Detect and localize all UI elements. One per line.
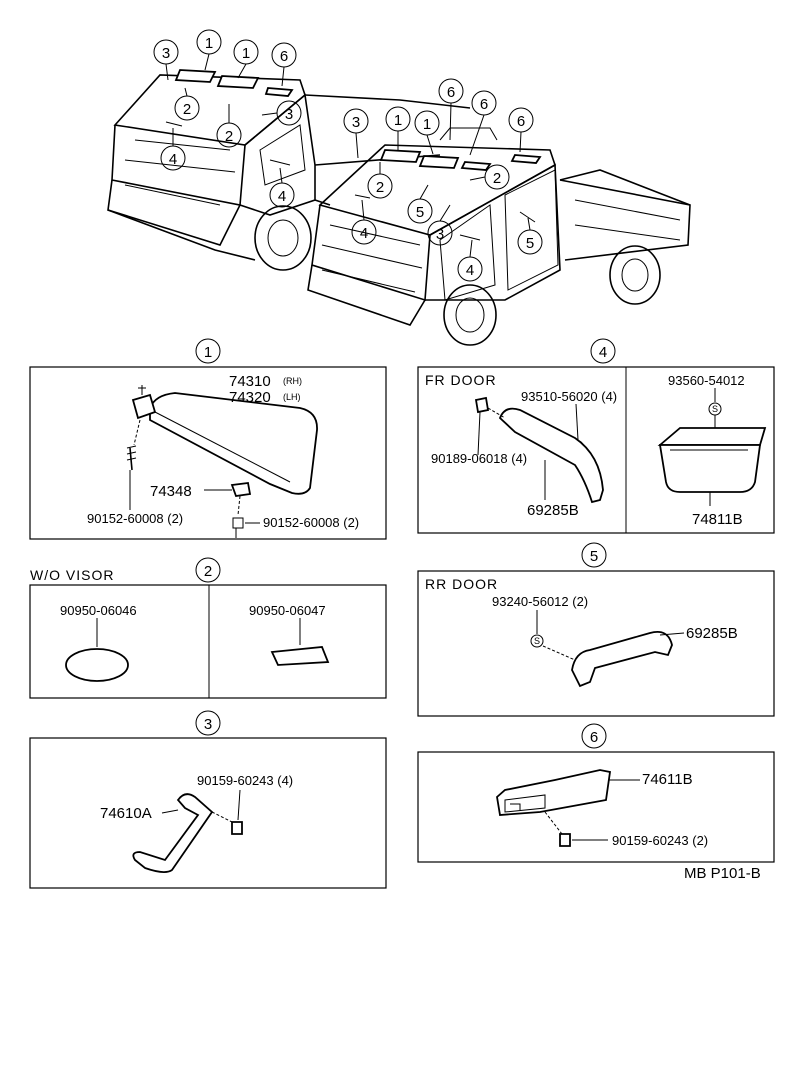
right-truck-illustration bbox=[307, 144, 691, 346]
part-69285b-front: 69285B bbox=[527, 502, 579, 519]
part-74320: 74320 bbox=[229, 389, 271, 406]
callout-right-1b: 1 bbox=[423, 116, 431, 133]
visor-bracket bbox=[131, 393, 157, 420]
part-74611b: 74611B bbox=[642, 771, 693, 788]
panel-2-box bbox=[29, 584, 387, 699]
screw-93510: 93510-56020 (4) bbox=[521, 389, 617, 404]
panel-4-heading: FR DOOR bbox=[425, 372, 497, 388]
callout-right-4a: 4 bbox=[360, 225, 368, 242]
panel-3-number: 3 bbox=[204, 716, 212, 733]
panel-6-roof-grip: 6 74611B 90159-60243 (2) bbox=[417, 723, 775, 863]
panel-1-number: 1 bbox=[204, 344, 212, 361]
screw-93240: 93240-56012 (2) bbox=[492, 594, 588, 609]
callout-left-3a: 3 bbox=[162, 45, 170, 62]
part-74811b: 74811B bbox=[692, 511, 743, 528]
right-truck-callouts: 6 6 6 3 1 1 2 2 5 3 4 4 5 bbox=[343, 78, 543, 282]
screw-90152-b: 90152-60008 (2) bbox=[263, 515, 359, 530]
panel-6-box bbox=[417, 751, 775, 863]
panel-5-rear-door: 5 RR DOOR 93240-56012 (2) S 69285B bbox=[417, 542, 775, 717]
panel-1-sun-visor: 1 74310 (RH) 74320 (LH) 74348 90152-6000… bbox=[29, 338, 387, 540]
panel-1-box bbox=[29, 366, 387, 540]
callout-right-4b: 4 bbox=[466, 262, 474, 279]
sun-visor-shape bbox=[149, 392, 318, 495]
panel-3-box bbox=[29, 737, 387, 889]
diagram-code: MB P101-B bbox=[684, 865, 761, 882]
visor-holder bbox=[230, 482, 252, 497]
left-truck-callouts: 3 1 1 6 2 3 2 4 4 bbox=[153, 29, 302, 208]
panel-2-heading: W/O VISOR bbox=[30, 567, 114, 583]
callout-right-5b: 5 bbox=[526, 235, 534, 252]
callout-left-3b: 3 bbox=[285, 106, 293, 123]
callout-right-5a: 5 bbox=[416, 204, 424, 221]
callout-right-3b: 3 bbox=[436, 226, 444, 243]
panel-6-number: 6 bbox=[590, 729, 598, 746]
part-90950-06047: 90950-06047 bbox=[249, 603, 326, 618]
panel-4-number: 4 bbox=[599, 344, 607, 361]
screw-93560: 93560-54012 bbox=[668, 373, 745, 388]
callout-left-6: 6 bbox=[280, 48, 288, 65]
left-truck-illustration bbox=[107, 69, 471, 271]
svg-text:S: S bbox=[712, 404, 718, 414]
callout-right-6a: 6 bbox=[447, 84, 455, 101]
panel-5-heading: RR DOOR bbox=[425, 576, 498, 592]
pocket-rim bbox=[657, 427, 767, 446]
callout-right-1a: 1 bbox=[394, 112, 402, 129]
panel-2-without-visor: W/O VISOR 2 90950-06046 90950-06047 bbox=[29, 557, 387, 699]
panel-5-number: 5 bbox=[590, 548, 598, 565]
panel-5-box bbox=[417, 570, 775, 717]
part-69285b-rear: 69285B bbox=[686, 625, 738, 642]
panel-4-box bbox=[417, 366, 775, 534]
screw-90159-4: 90159-60243 (4) bbox=[197, 773, 293, 788]
callout-left-1b: 1 bbox=[242, 45, 250, 62]
callout-right-2b: 2 bbox=[493, 170, 501, 187]
callout-right-3a: 3 bbox=[352, 114, 360, 131]
grip-69285b-rear bbox=[571, 630, 673, 688]
part-74348: 74348 bbox=[150, 483, 192, 500]
callout-left-4b: 4 bbox=[278, 188, 286, 205]
panel-3-assist-grip: 3 74610A 90159-60243 (4) bbox=[29, 710, 387, 889]
panel-4-front-door: 4 FR DOOR 93510-56020 (4) S 90189-06018 … bbox=[417, 338, 775, 534]
screw-90159-2: 90159-60243 (2) bbox=[612, 833, 708, 848]
panel-2-number: 2 bbox=[204, 563, 212, 580]
callout-right-6c: 6 bbox=[517, 113, 525, 130]
callout-circle bbox=[153, 39, 179, 65]
part-90950-06046: 90950-06046 bbox=[60, 603, 137, 618]
lh-tag: (LH) bbox=[283, 392, 301, 402]
svg-text:S: S bbox=[534, 636, 540, 646]
callout-left-4a: 4 bbox=[169, 151, 177, 168]
screw-90152-a: 90152-60008 (2) bbox=[87, 511, 183, 526]
grip-74611b bbox=[496, 769, 612, 816]
callout-left-1a: 1 bbox=[205, 35, 213, 52]
callout-right-6b: 6 bbox=[480, 96, 488, 113]
rh-tag: (RH) bbox=[283, 376, 302, 386]
callout-left-2b: 2 bbox=[225, 128, 233, 145]
part-74310: 74310 bbox=[229, 373, 271, 390]
cover-oval bbox=[65, 648, 129, 682]
part-74610a: 74610A bbox=[100, 805, 152, 822]
grip-74610a bbox=[132, 793, 214, 873]
callout-left-2a: 2 bbox=[183, 101, 191, 118]
callout-right-2a: 2 bbox=[376, 179, 384, 196]
grip-69285b-front bbox=[498, 407, 604, 504]
clip-90189: 90189-06018 (4) bbox=[431, 451, 527, 466]
door-pocket-74811b bbox=[658, 444, 762, 493]
cover-plate bbox=[270, 646, 330, 666]
